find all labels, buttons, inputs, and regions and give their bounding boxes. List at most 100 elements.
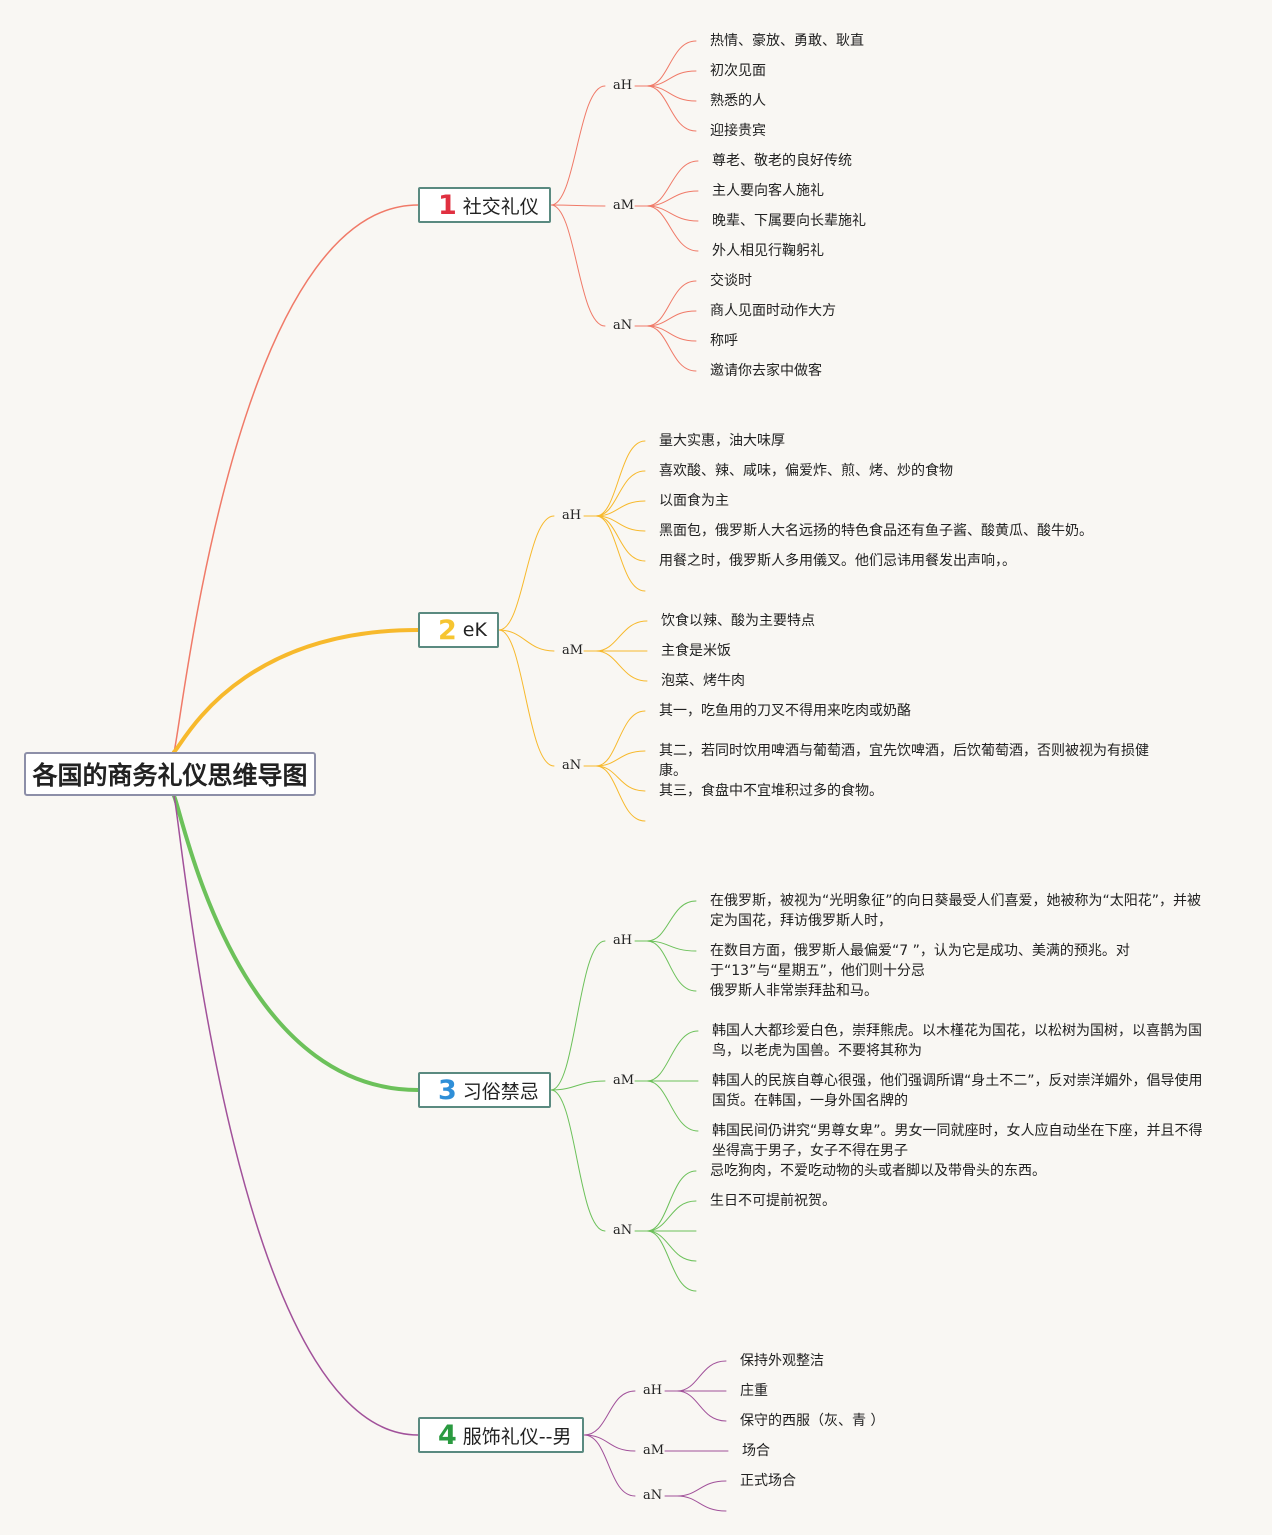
subtopic-label[interactable]: aM <box>643 1443 665 1458</box>
subtopic-label[interactable]: aN <box>562 758 582 773</box>
subtopic-label[interactable]: aH <box>613 78 633 93</box>
sub-connector <box>550 940 606 1091</box>
leaf-item[interactable]: 称呼 <box>710 333 738 349</box>
leaf-item[interactable]: 用餐之时，俄罗斯人多用儀叉。他们忌讳用餐发出声响，。 <box>659 553 1016 569</box>
leaf-item[interactable]: 其二，若同时饮用啤酒与葡萄酒，宜先饮啤酒，后饮葡萄酒，否则被视为有损健康。 <box>659 743 1149 779</box>
subtopic-label[interactable]: aN <box>643 1488 663 1503</box>
leaf-item[interactable]: 场合 <box>742 1443 770 1459</box>
subtopic-label[interactable]: aM <box>613 1073 635 1088</box>
leaf-connector <box>676 1495 727 1512</box>
leaf-connector <box>595 500 646 517</box>
leaf-connector <box>676 1480 727 1497</box>
sub-connector <box>583 1390 636 1436</box>
leaf-item[interactable]: 生日不可提前祝贺。 <box>710 1193 836 1209</box>
branch-label: 社交礼仪 <box>462 195 539 218</box>
leaf-item[interactable]: 主人要向客人施礼 <box>712 183 824 199</box>
leaf-item[interactable]: 外人相见行鞠躬礼 <box>712 243 824 259</box>
leaf-connector <box>646 280 697 327</box>
leaf-connector <box>646 940 697 992</box>
leaf-item[interactable]: 主食是米饭 <box>661 643 731 659</box>
leaf-item[interactable]: 韩国人的民族自尊心很强，他们强调所谓“身土不二”，反对崇洋媚外，倡导使用国货。在… <box>712 1073 1203 1109</box>
leaf-item[interactable]: 泡菜、烤牛肉 <box>661 673 745 689</box>
leaf-item[interactable]: 韩国民间仍讲究“男尊女卑”。男女一同就座时，女人应自动坐在下座，并且不得坐得高于… <box>712 1123 1203 1159</box>
leaf-item[interactable]: 晚辈、下属要向长辈施礼 <box>712 213 866 229</box>
leaf-item[interactable]: 邀请你去家中做客 <box>710 363 822 379</box>
leaf-connector <box>646 190 699 207</box>
leaf-item[interactable]: 熟悉的人 <box>710 93 766 109</box>
sub-connector <box>583 1434 636 1497</box>
leaf-item[interactable]: 在数目方面，俄罗斯人最偏爱“7 ”，认为它是成功、美满的预兆。对于“13”与“星… <box>710 943 1130 979</box>
leaf-connector <box>595 620 648 652</box>
leaf-item[interactable]: 饮食以辣、酸为主要特点 <box>661 613 815 629</box>
leaf-connector <box>646 85 697 132</box>
branch-number: 3 <box>438 1074 457 1106</box>
leaf-connector <box>595 710 646 767</box>
leaf-connector <box>646 325 697 372</box>
root-topic[interactable]: 各国的商务礼仪思维导图 <box>24 752 316 796</box>
leaf-item[interactable]: 喜欢酸、辣、咸味，偏爱炸、煎、烤、炒的食物 <box>659 463 953 479</box>
leaf-item[interactable]: 初次见面 <box>710 63 766 79</box>
subtopic-label[interactable]: aM <box>613 198 635 213</box>
branch-connector <box>173 204 419 753</box>
leaf-connector <box>595 440 646 517</box>
sub-connector <box>550 85 606 206</box>
leaf-item[interactable]: 在俄罗斯，被视为“光明象征”的向日葵最受人们喜爱，她被称为“太阳花”，并被定为国… <box>710 893 1202 929</box>
sub-connector <box>498 515 555 631</box>
leaf-item[interactable]: 迎接贵宾 <box>710 123 766 139</box>
branch-connector <box>173 795 419 1436</box>
leaf-item[interactable]: 庄重 <box>740 1383 768 1399</box>
leaf-connector <box>646 1080 699 1132</box>
leaf-item[interactable]: 商人见面时动作大方 <box>710 303 836 319</box>
leaf-connector <box>646 40 697 87</box>
leaf-item[interactable]: 以面食为主 <box>659 493 729 509</box>
leaf-connector <box>646 940 697 952</box>
branch-label: 服饰礼仪--男 <box>462 1425 572 1448</box>
leaf-connector <box>595 470 646 517</box>
leaf-item[interactable]: 韩国人大都珍爱白色，崇拜熊虎。以木槿花为国花，以松树为国树，以喜鹊为国鸟，以老虎… <box>712 1023 1202 1059</box>
subtopic-label[interactable]: aH <box>643 1383 663 1398</box>
leaf-connector <box>676 1360 727 1392</box>
leaf-item[interactable]: 保持外观整洁 <box>740 1353 824 1369</box>
leaf-item[interactable]: 交谈时 <box>710 273 752 289</box>
leaf-connector <box>646 1200 697 1232</box>
branch-number: 2 <box>438 614 457 646</box>
leaf-item[interactable]: 其一，吃鱼用的刀叉不得用来吃肉或奶酪 <box>659 703 911 719</box>
leaf-connector <box>646 310 697 327</box>
sub-connector <box>550 204 606 207</box>
subtopic-label[interactable]: aN <box>613 318 633 333</box>
sub-connector <box>550 204 606 327</box>
leaf-connector <box>595 515 646 592</box>
leaf-item[interactable]: 量大实惠，油大味厚 <box>659 433 785 449</box>
sub-connector <box>498 629 555 767</box>
leaf-connector <box>646 205 699 252</box>
sub-connector <box>583 1434 636 1452</box>
branch-number: 4 <box>438 1419 457 1451</box>
leaf-item[interactable]: 正式场合 <box>740 1473 796 1489</box>
branch-connector <box>172 794 420 1092</box>
leaf-item[interactable]: 热情、豪放、勇敢、耿直 <box>710 33 864 49</box>
leaf-item[interactable]: 保守的西服（灰、青 ） <box>740 1413 885 1429</box>
subtopic-label[interactable]: aH <box>613 933 633 948</box>
leaf-connector <box>595 515 646 562</box>
leaf-connector <box>595 750 646 767</box>
sub-connector <box>550 1089 606 1232</box>
leaf-connector <box>595 765 646 792</box>
subtopic-label[interactable]: aH <box>562 508 582 523</box>
leaf-connector <box>646 1230 697 1292</box>
leaf-item[interactable]: 其三，食盘中不宜堆积过多的食物。 <box>659 783 883 799</box>
subtopic-label[interactable]: aM <box>562 643 584 658</box>
leaf-connector <box>646 160 699 207</box>
subtopic-label[interactable]: aN <box>613 1223 633 1238</box>
leaf-item[interactable]: 俄罗斯人非常崇拜盐和马。 <box>710 983 878 999</box>
leaf-item[interactable]: 忌吃狗肉，不爱吃动物的头或者脚以及带骨头的东西。 <box>710 1163 1046 1179</box>
branch-label: eK <box>462 619 487 641</box>
leaf-item[interactable]: 尊老、敬老的良好传统 <box>712 153 852 169</box>
leaf-item[interactable]: 黑面包，俄罗斯人大名远扬的特色食品还有鱼子酱、酸黄瓜、酸牛奶。 <box>659 523 1093 539</box>
branch-connector <box>172 628 420 754</box>
sub-connector <box>498 629 555 652</box>
